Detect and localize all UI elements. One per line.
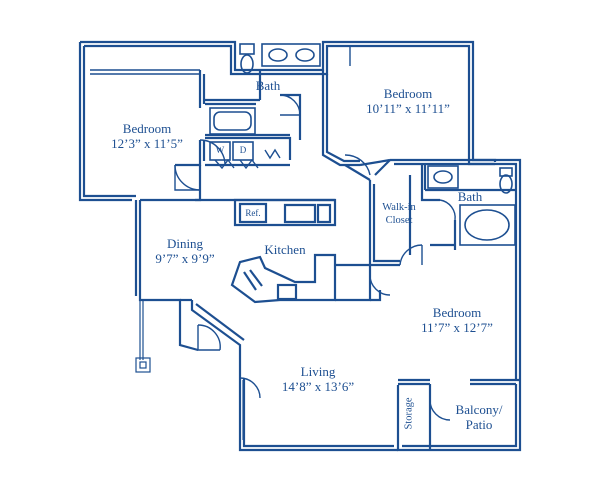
bath-right-label: Bath — [450, 189, 490, 204]
window-ticks — [90, 46, 521, 360]
bedroom-top-right-size: 10’11” x 11’11” — [366, 101, 450, 116]
bedroom-left-label: Bedroom 12’3” x 11’5” — [95, 121, 199, 151]
exterior-walls — [78, 40, 522, 452]
bedroom-left-name: Bedroom — [122, 121, 172, 136]
balcony-label: Balcony/ Patio — [443, 402, 515, 432]
patio-rail — [135, 300, 244, 440]
dryer-label: D — [233, 145, 253, 156]
dryer-letter: D — [239, 145, 247, 155]
refrigerator-name: Ref. — [245, 208, 261, 218]
dining-size: 9’7” x 9’9” — [155, 251, 215, 266]
dining-name: Dining — [166, 236, 204, 251]
kitchen-counters — [230, 198, 337, 304]
living-name: Living — [300, 364, 336, 379]
bedroom-top-right-name: Bedroom — [383, 86, 433, 101]
bedroom-right-name: Bedroom — [432, 305, 482, 320]
bedroom-top-right-label: Bedroom 10’11” x 11’11” — [352, 86, 464, 116]
balcony-line2: Patio — [465, 417, 493, 432]
walk-in-closet-line2: Closet — [385, 215, 413, 226]
living-label: Living 14’8” x 13’6” — [268, 364, 368, 394]
closet-doors — [214, 148, 281, 170]
refrigerator-label: Ref. — [241, 208, 265, 219]
bath-fixtures — [209, 43, 321, 161]
bedroom-right-label: Bedroom 11’7” x 12’7” — [405, 305, 509, 335]
bath-top-name: Bath — [255, 78, 281, 93]
kitchen-label: Kitchen — [258, 242, 312, 257]
bath-fixtures-right — [427, 165, 516, 246]
bedroom-left-size: 12’3” x 11’5” — [111, 136, 183, 151]
storage-label: Storage — [403, 386, 416, 442]
bedroom-right-size: 11’7” x 12’7” — [421, 320, 493, 335]
storage-name: Storage — [403, 397, 415, 430]
bath-top-label: Bath — [248, 78, 288, 93]
interior-walls — [140, 70, 520, 450]
kitchen-name: Kitchen — [264, 242, 306, 257]
door-swings — [174, 94, 456, 421]
washer-letter: W — [215, 145, 225, 155]
dining-label: Dining 9’7” x 9’9” — [150, 236, 220, 266]
walk-in-closet-line1: Walk-in — [382, 202, 416, 213]
bath-right-name: Bath — [457, 189, 483, 204]
walk-in-closet-label: Walk-in Closet — [375, 201, 423, 227]
living-size: 14’8” x 13’6” — [281, 379, 355, 394]
balcony-line1: Balcony/ — [455, 402, 503, 417]
washer-label: W — [210, 145, 230, 156]
